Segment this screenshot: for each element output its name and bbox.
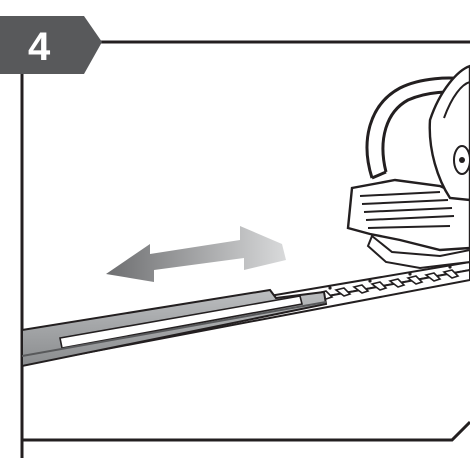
step-badge: 4 — [0, 16, 102, 74]
arrow-left-icon — [106, 226, 286, 282]
blade-cover-icon — [22, 290, 326, 366]
step-number: 4 — [28, 25, 51, 69]
